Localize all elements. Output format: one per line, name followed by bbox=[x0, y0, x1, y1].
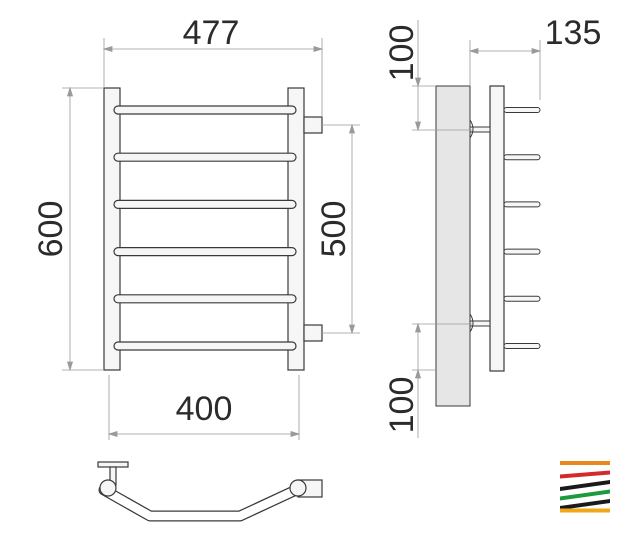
bar-span-label: 400 bbox=[176, 390, 233, 428]
logo-stripe bbox=[560, 480, 610, 491]
wall bbox=[435, 85, 471, 407]
top-connection bbox=[303, 116, 323, 134]
side-bar-pin bbox=[503, 201, 541, 208]
top-view-bracket bbox=[97, 461, 129, 468]
side-upright bbox=[489, 85, 505, 372]
height-dimension bbox=[62, 86, 104, 372]
left-upright bbox=[103, 87, 121, 371]
upper-wall-mount bbox=[469, 119, 491, 139]
depth-dimension bbox=[468, 40, 542, 100]
front-view bbox=[103, 87, 323, 371]
top-view-right-cap bbox=[289, 479, 307, 497]
side-pins bbox=[503, 107, 541, 349]
brand-logo bbox=[560, 461, 610, 513]
logo-stripe bbox=[560, 461, 610, 465]
bottom-clearance-label: 100 bbox=[383, 377, 421, 434]
logo-stripe bbox=[560, 499, 610, 510]
logo-stripe bbox=[560, 508, 610, 513]
side-bar-pin bbox=[503, 248, 541, 255]
side-bar-pin bbox=[503, 107, 541, 113]
horizontal-bar bbox=[113, 341, 297, 351]
width-dimension bbox=[102, 38, 324, 117]
front-bars bbox=[113, 105, 297, 351]
depth-label: 135 bbox=[545, 14, 602, 52]
top-clearance-dimension bbox=[412, 20, 472, 132]
horizontal-bar bbox=[113, 247, 297, 257]
right-upright bbox=[287, 87, 305, 371]
top-view bbox=[97, 461, 323, 522]
lower-wall-mount bbox=[469, 313, 491, 333]
bottom-clearance-dimension bbox=[412, 322, 472, 438]
top-clearance-label: 100 bbox=[383, 25, 421, 82]
logo-stripe bbox=[560, 470, 610, 479]
height-label: 600 bbox=[32, 201, 70, 258]
bottom-connection bbox=[303, 324, 323, 342]
width-label: 477 bbox=[183, 14, 240, 52]
axis-spacing-dimension bbox=[322, 123, 360, 335]
side-bar-pin bbox=[503, 154, 541, 161]
top-view-left-cap bbox=[99, 479, 117, 497]
horizontal-bar bbox=[113, 199, 297, 209]
logo-stripe bbox=[560, 489, 610, 501]
side-view bbox=[435, 85, 541, 407]
bar-span-dimension bbox=[107, 375, 301, 440]
side-bar-pin bbox=[503, 295, 541, 302]
side-bar-pin bbox=[503, 343, 541, 349]
axis-spacing-label: 500 bbox=[315, 201, 353, 258]
horizontal-bar bbox=[113, 152, 297, 162]
horizontal-bar bbox=[113, 105, 297, 115]
horizontal-bar bbox=[113, 294, 297, 304]
